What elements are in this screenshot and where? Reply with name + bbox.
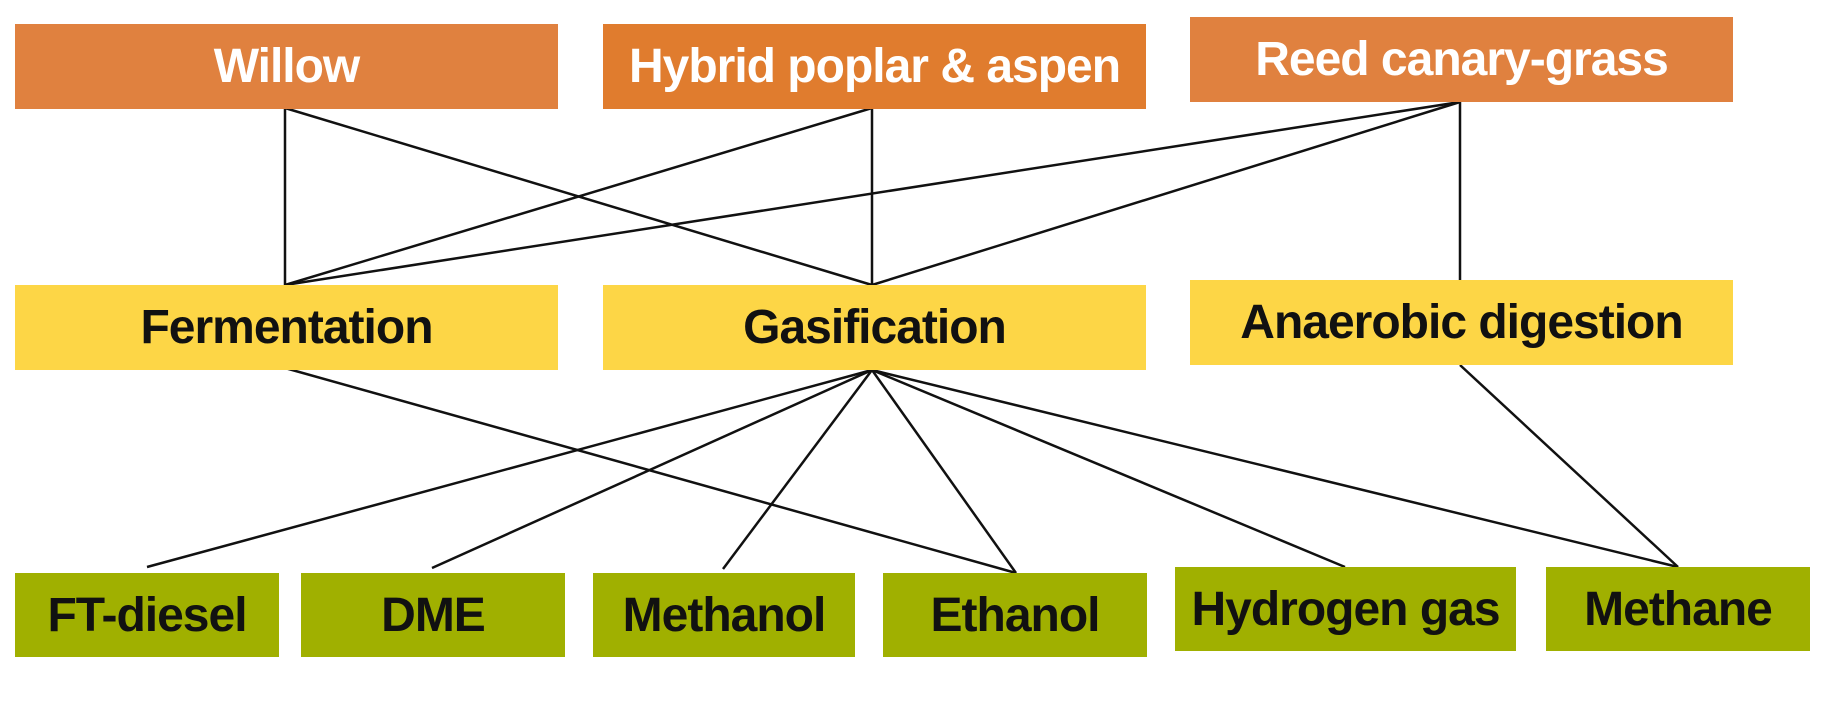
- product-methanol: Methanol: [593, 573, 855, 657]
- product-ethanol-label: Ethanol: [930, 588, 1101, 642]
- connector-gasification-to-ethanol: [870, 369, 1018, 574]
- product-ft-diesel-label: FT-diesel: [47, 588, 247, 642]
- connector-poplar-to-fermentation: [284, 106, 873, 287]
- product-hydrogen-gas: Hydrogen gas: [1175, 567, 1516, 651]
- product-dme: DME: [301, 573, 565, 657]
- feedstock-reed-canary-grass: Reed canary-grass: [1190, 17, 1733, 102]
- connector-reed-to-gasification: [871, 100, 1461, 287]
- process-gasification: Gasification: [603, 285, 1146, 370]
- feedstock-willow-label: Willow: [213, 40, 361, 93]
- process-fermentation-label: Fermentation: [140, 301, 433, 354]
- product-methane: Methane: [1546, 567, 1810, 651]
- product-dme-label: DME: [381, 588, 486, 642]
- connector-anaerobic-to-methane: [1459, 364, 1679, 568]
- product-ft-diesel: FT-diesel: [15, 573, 279, 657]
- feedstock-reed-label: Reed canary-grass: [1255, 33, 1669, 86]
- process-anaerobic-label: Anaerobic digestion: [1240, 296, 1683, 349]
- product-methane-label: Methane: [1584, 582, 1773, 636]
- connector-gasification-to-ftdiesel: [146, 368, 873, 569]
- product-ethanol: Ethanol: [883, 573, 1147, 657]
- product-hydrogen-label: Hydrogen gas: [1191, 582, 1500, 636]
- connector-gasification-to-dme: [431, 368, 873, 570]
- process-anaerobic-digestion: Anaerobic digestion: [1190, 280, 1733, 365]
- feedstock-hybrid-poplar-aspen: Hybrid poplar & aspen: [603, 24, 1146, 109]
- feedstock-poplar-label: Hybrid poplar & aspen: [628, 40, 1121, 93]
- feedstock-willow: Willow: [15, 24, 558, 109]
- connector-gasification-to-methane: [871, 368, 1679, 569]
- connector-gasification-to-hydrogen: [871, 368, 1346, 569]
- product-methanol-label: Methanol: [622, 588, 827, 642]
- process-gasification-label: Gasification: [743, 301, 1007, 354]
- connector-reed-to-fermentation: [284, 100, 1461, 287]
- connector-gasification-to-methanol: [721, 369, 874, 570]
- process-fermentation: Fermentation: [15, 285, 558, 370]
